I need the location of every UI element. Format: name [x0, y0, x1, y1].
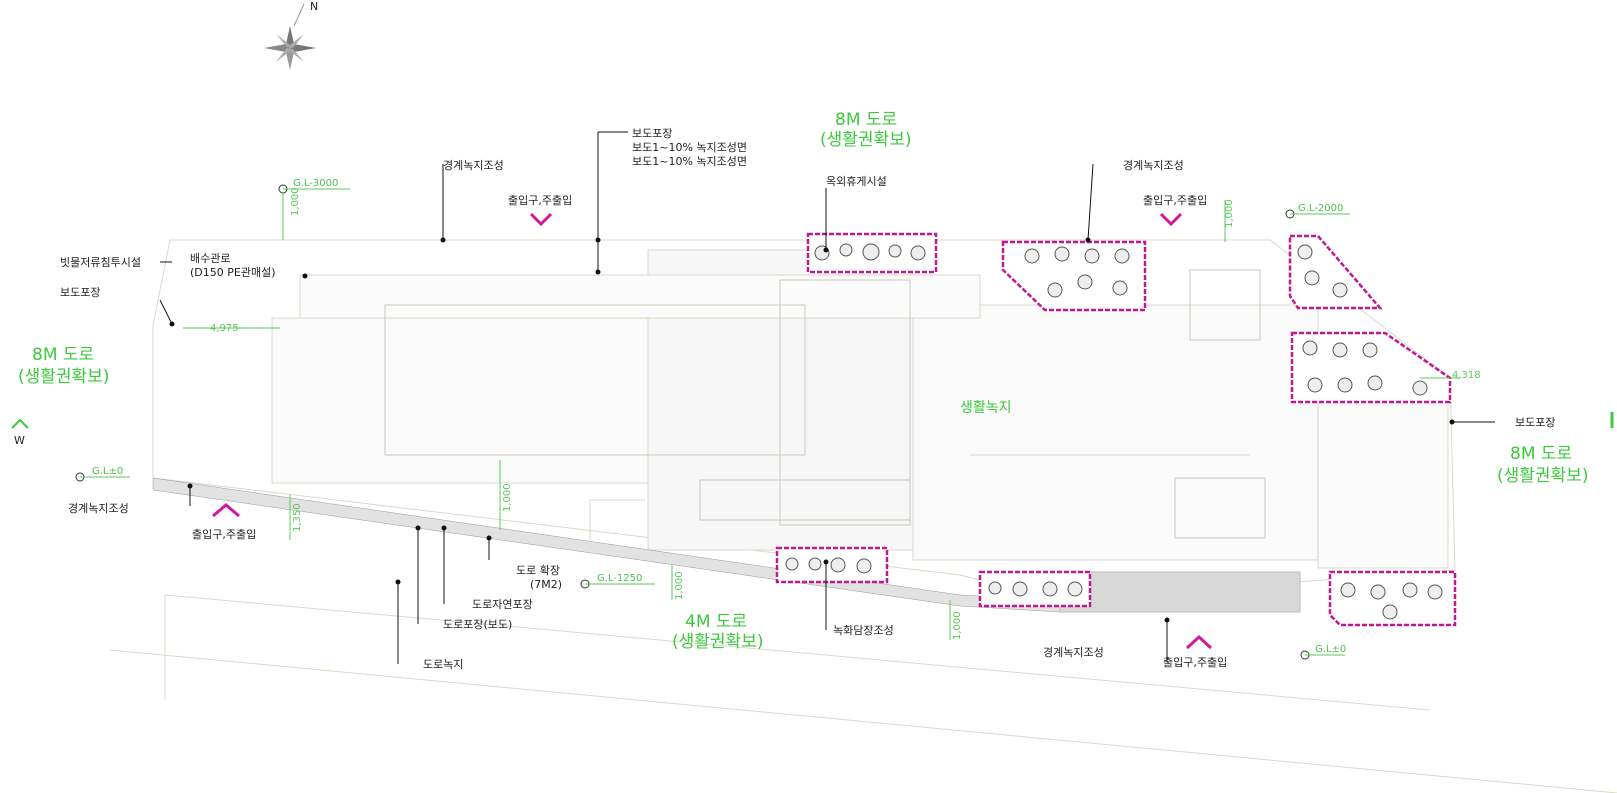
- label-sidewalk-top: 보도포장: [632, 127, 672, 140]
- road-right-line2: (생활권확보): [1497, 466, 1588, 486]
- label-sidewalk-1-10-b: 보도1~10% 녹지조성면: [632, 155, 747, 168]
- north-compass-icon: [264, 3, 316, 70]
- label-entry-top-right: 출입구,주출입: [1143, 194, 1207, 207]
- dim-1000-br: 1,000: [952, 611, 963, 640]
- label-green-wall: 녹화담장조성: [833, 624, 894, 637]
- gl-top-right: G.L-2000: [1298, 203, 1343, 214]
- label-road-green: 도로녹지: [423, 658, 463, 671]
- dim-1350: 1,350: [292, 503, 303, 532]
- dim-1000-tl: 1,000: [290, 187, 301, 216]
- planter-bottom-1: [775, 546, 889, 584]
- label-boundary-fence-left: 경계녹지조성: [68, 502, 129, 515]
- label-entry-bottom-right: 출입구,주출입: [1163, 656, 1227, 669]
- label-outdoor-facility: 옥외휴게시설: [826, 175, 887, 188]
- label-road-area-line1: 도로 확장: [516, 564, 560, 577]
- road-left-line2: (생활권확보): [18, 367, 109, 387]
- gl-left: G.L±0: [92, 466, 123, 477]
- dim-4975: 4,975: [210, 323, 239, 334]
- gl-top-left: G.L-3000: [293, 178, 338, 189]
- gl-bottom-right: G.L±0: [1315, 644, 1346, 655]
- gl-bottom-mid: G.L-1250: [597, 573, 642, 584]
- building-floor-grid: [271, 249, 1449, 569]
- planter-right-2: [1290, 331, 1452, 404]
- road-top-line1: 8M 도로: [835, 110, 897, 130]
- road-bottom-line2: (생활권확보): [672, 632, 763, 652]
- planter-bottom-3: [1328, 570, 1457, 627]
- road-top-line2: (생활권확보): [820, 130, 911, 150]
- planter-right-1: [1288, 234, 1383, 310]
- compass-label: N: [310, 0, 318, 13]
- label-boundary-fence-bottom: 경계녹지조성: [1043, 646, 1104, 659]
- label-road-area-line2: (7M2): [530, 578, 562, 591]
- svg-text:W: W: [14, 434, 25, 447]
- dimension-guides: [183, 194, 1614, 640]
- road-bottom-line1: 4M 도로: [685, 612, 747, 632]
- label-boundary-fence-top: 경계녹지조성: [443, 159, 504, 172]
- label-sidewalk-right: 보도포장: [1515, 416, 1555, 429]
- entry-arrow-bottom-left: [212, 503, 240, 518]
- label-stormwater: 빗물저류침투시설: [60, 256, 141, 269]
- level-markers: [75, 184, 1350, 660]
- entry-arrow-top-right: [1159, 212, 1183, 227]
- dim-1000-mid: 1,000: [502, 483, 513, 512]
- planter-top-1: [806, 232, 938, 274]
- planter-top-2: [1001, 240, 1147, 312]
- building-label: 생활녹지: [960, 400, 1012, 416]
- label-sidewalk-left: 보도포장: [60, 286, 100, 299]
- label-entry-top-left: 출입구,주출입: [508, 194, 572, 207]
- leader-lines: [159, 131, 1495, 664]
- road-left-line1: 8M 도로: [32, 345, 94, 365]
- entry-arrow-top-left: [529, 212, 553, 227]
- label-sidewalk-1-10: 보도1~10% 녹지조성면: [632, 141, 747, 154]
- entry-arrow-bottom-right: [1185, 634, 1213, 650]
- dim-1000-bm: 1,000: [674, 571, 685, 600]
- label-pipe-line2: (D150 PE관매설): [190, 266, 276, 279]
- west-direction-marker: W: [11, 418, 29, 447]
- dim-1000-tr: 1,000: [1224, 199, 1235, 228]
- label-road-sidewalk: 도로포장(보도): [443, 618, 512, 631]
- dim-4318: 4,318: [1452, 370, 1481, 381]
- label-entry-bottom-left: 출입구,주출입: [192, 528, 256, 541]
- road-right-line1: 8M 도로: [1510, 444, 1572, 464]
- label-pipe-line1: 배수관로: [190, 252, 230, 265]
- planter-bottom-2: [978, 570, 1092, 608]
- label-road-natural: 도로자연포장: [472, 598, 533, 611]
- label-boundary-fence-top-right: 경계녹지조성: [1123, 159, 1184, 172]
- bottom-paving-strip: [1059, 571, 1301, 613]
